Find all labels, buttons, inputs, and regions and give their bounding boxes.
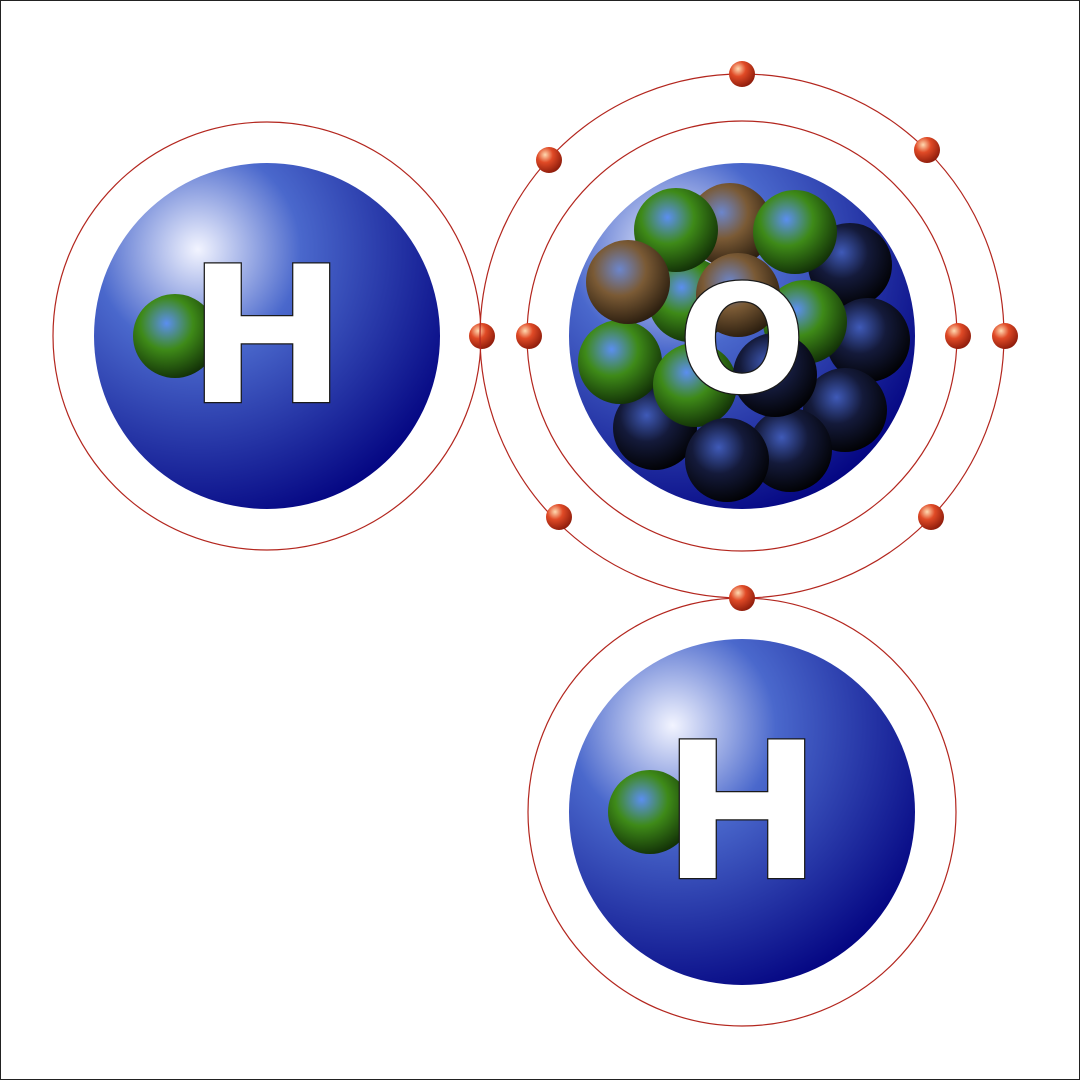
oxygen-outer-electron [914, 137, 940, 163]
proton [753, 190, 837, 274]
hydrogen-1-proton [133, 294, 217, 378]
hydrogen-2-proton [608, 770, 692, 854]
hydrogen-atom-1: H [52, 121, 495, 551]
oxygen-outer-electron [729, 61, 755, 87]
oxygen-inner-electron [516, 323, 542, 349]
neutron [826, 298, 910, 382]
neutron [586, 240, 670, 324]
hydrogen-2-nucleus [569, 639, 915, 985]
neutron [733, 333, 817, 417]
hydrogen-1-electron [469, 323, 495, 349]
oxygen-outer-electron [918, 504, 944, 530]
oxygen-atom: O [479, 61, 1018, 599]
proton [578, 320, 662, 404]
oxygen-outer-electron [546, 504, 572, 530]
neutron [685, 418, 769, 502]
hydrogen-1-nucleus [94, 163, 440, 509]
hydrogen-1-symbol: H [187, 226, 346, 447]
oxygen-nucleon-cluster [578, 183, 910, 502]
neutron [696, 253, 780, 337]
oxygen-inner-electron [945, 323, 971, 349]
hydrogen-2-symbol: H [662, 702, 821, 923]
oxygen-outer-electron [992, 323, 1018, 349]
neutron [748, 408, 832, 492]
hydrogen-atom-2: H [527, 585, 957, 1027]
oxygen-outer-electron [536, 147, 562, 173]
oxygen-symbol: O [678, 254, 806, 428]
hydrogen-2-electron [729, 585, 755, 611]
proton [653, 343, 737, 427]
